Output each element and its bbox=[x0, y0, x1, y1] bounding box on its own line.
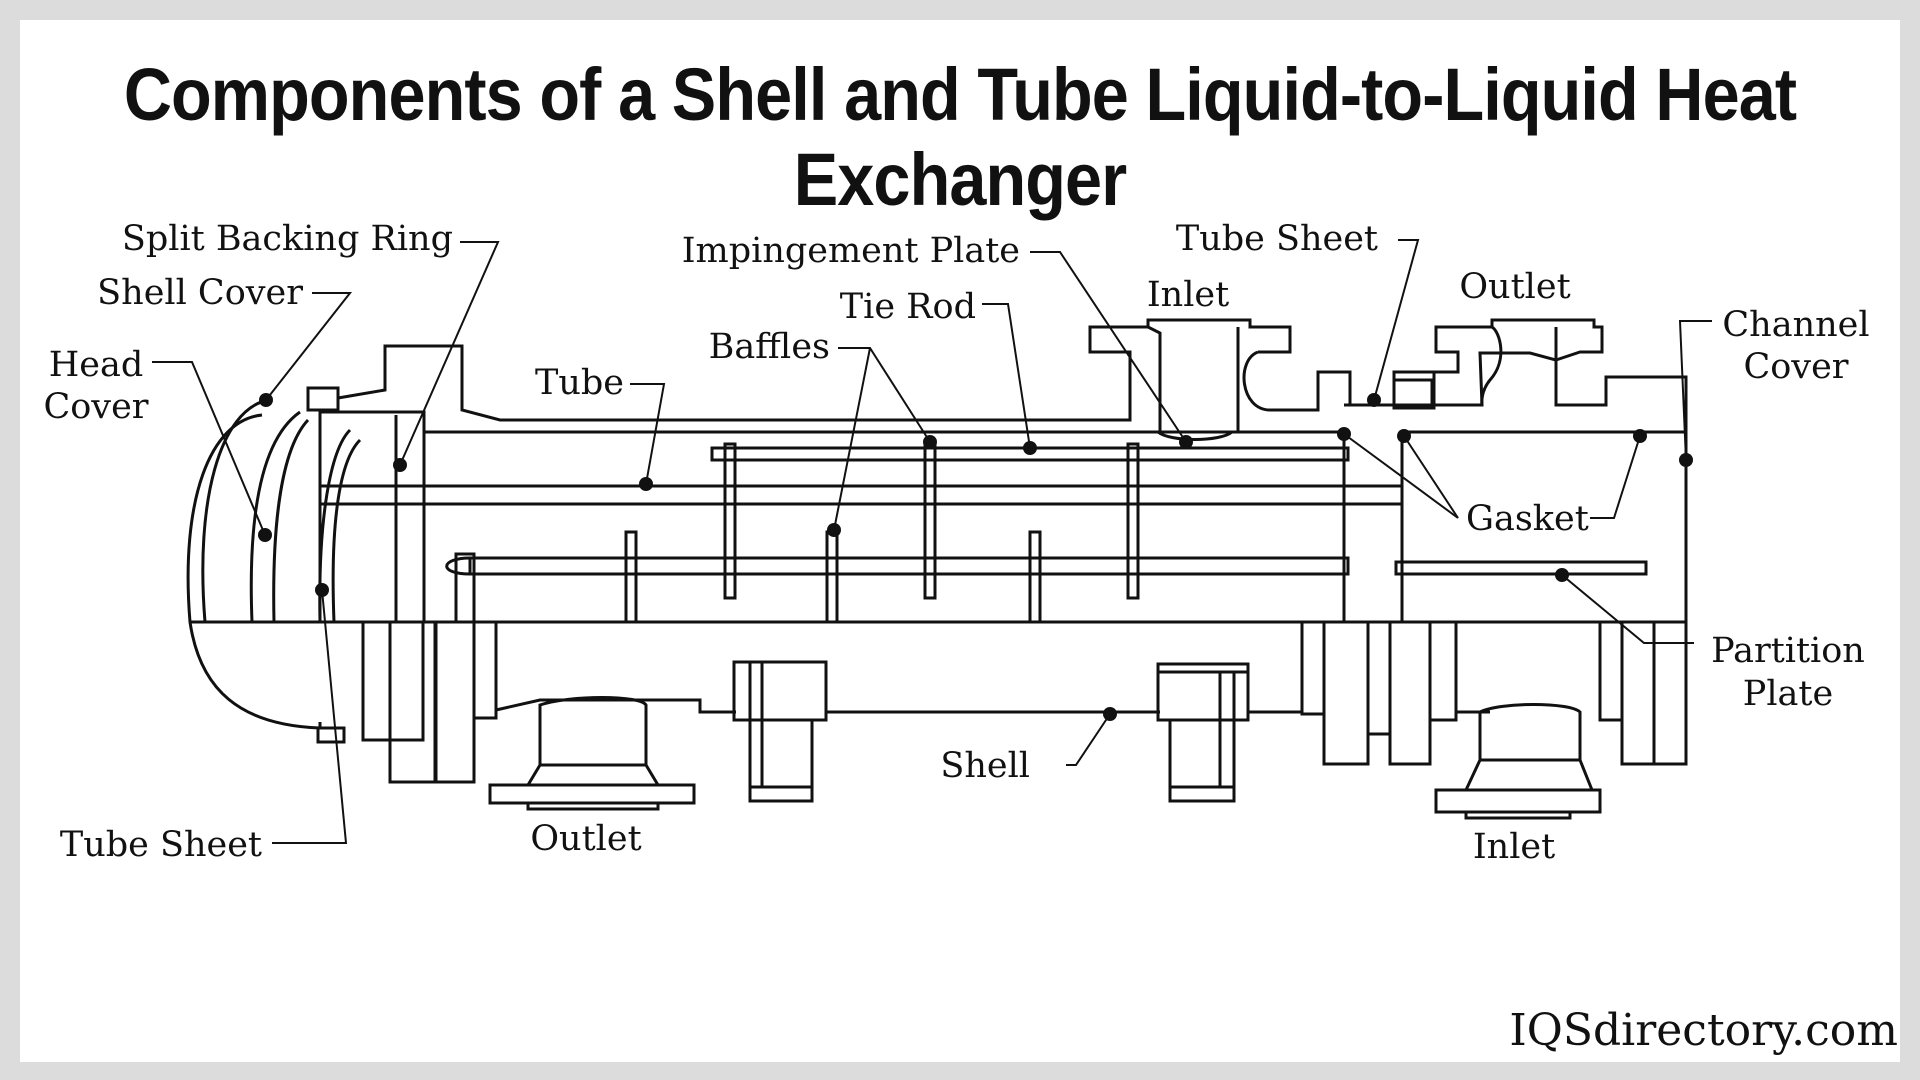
tie-rod-label: Tie Rod bbox=[840, 287, 976, 327]
gasket-label: Gasket bbox=[1466, 499, 1589, 539]
outlet-bottom-label: Outlet bbox=[530, 819, 641, 859]
inlet-bottom-label: Inlet bbox=[1473, 827, 1555, 867]
tube-point bbox=[639, 477, 653, 491]
baffles-label: Baffles bbox=[709, 327, 830, 367]
partition-plate-point bbox=[1555, 568, 1569, 582]
tube-sheet-bottom-point bbox=[315, 583, 329, 597]
baffle-point-upper bbox=[923, 435, 937, 449]
gasket-point-1 bbox=[1337, 427, 1351, 441]
baffle-point-lower bbox=[827, 523, 841, 537]
gasket-point-3 bbox=[1633, 429, 1647, 443]
shell-point bbox=[1103, 707, 1117, 721]
head-cover-point bbox=[258, 528, 272, 542]
impingement-plate-label: Impingement Plate bbox=[682, 231, 1020, 271]
channel-cover-label-line2: Cover bbox=[1743, 347, 1848, 387]
split-backing-ring-point bbox=[393, 458, 407, 472]
tube-sheet-top-label: Tube Sheet bbox=[1176, 219, 1378, 259]
split-backing-ring-label: Split Backing Ring bbox=[122, 219, 453, 259]
partition-plate-label-line2: Plate bbox=[1743, 674, 1833, 714]
inlet-top-label: Inlet bbox=[1147, 275, 1229, 315]
tube-sheet-top-point bbox=[1367, 393, 1381, 407]
gasket-point-2 bbox=[1397, 429, 1411, 443]
shell-cover-shape bbox=[249, 410, 301, 623]
head-cover-shape bbox=[186, 413, 322, 730]
shell-cover-point bbox=[259, 393, 273, 407]
impingement-plate-point bbox=[1179, 435, 1193, 449]
tube-sheet-bottom-label: Tube Sheet bbox=[60, 825, 262, 865]
partition-plate-label-line1: Partition bbox=[1711, 631, 1865, 671]
tie-rod-point bbox=[1023, 441, 1037, 455]
brand-watermark: IQSdirectory.com bbox=[1509, 1005, 1898, 1056]
head-cover-label-line2: Cover bbox=[43, 387, 148, 427]
channel-cover-point bbox=[1679, 453, 1693, 467]
shell-cover-label: Shell Cover bbox=[97, 273, 303, 313]
channel-cover-label-line1: Channel bbox=[1722, 305, 1869, 345]
tube-label: Tube bbox=[535, 363, 624, 403]
head-cover-label-line1: Head bbox=[49, 345, 144, 385]
outlet-top-label: Outlet bbox=[1459, 267, 1570, 307]
shell-label: Shell bbox=[940, 746, 1030, 786]
diagram-title: Components of a Shell and Tube Liquid-to… bbox=[123, 53, 1797, 221]
